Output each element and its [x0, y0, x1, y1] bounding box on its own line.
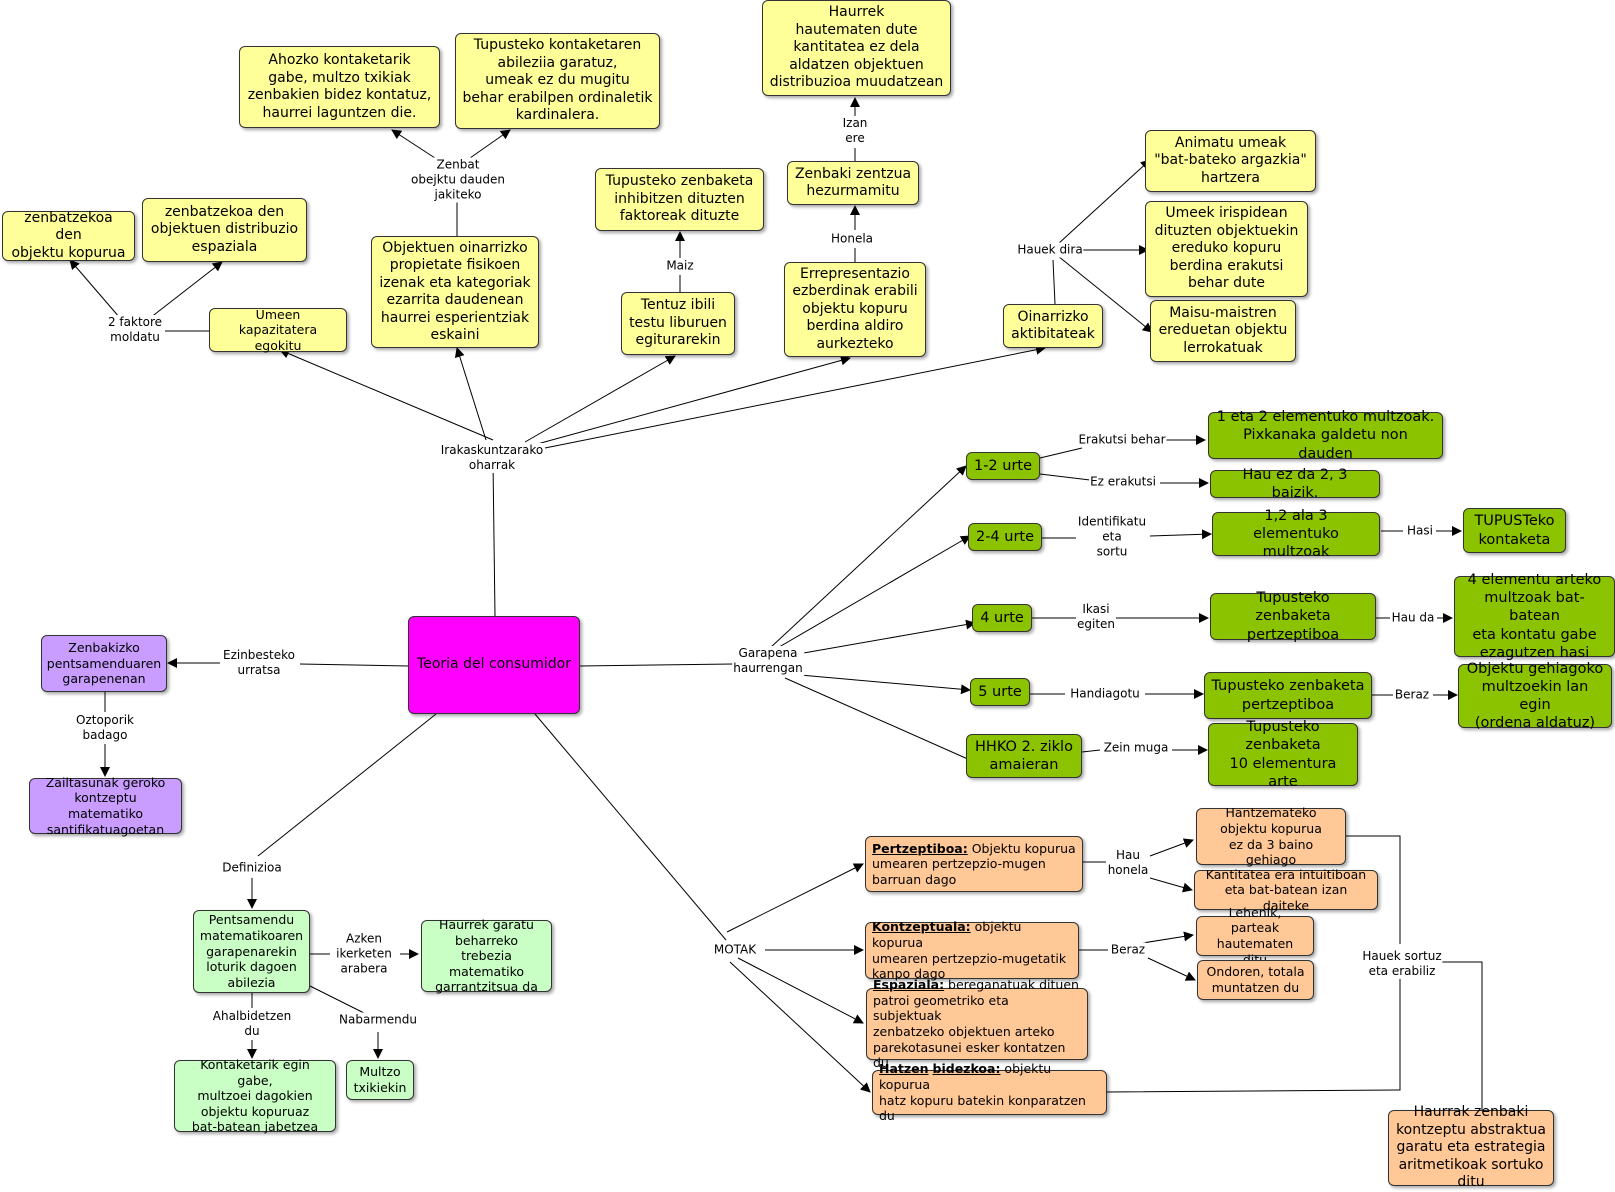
node-1-2-urte-a: 1 eta 2 elementuko multzoak. Pixkanaka g…: [1208, 409, 1443, 462]
type-espaziala-text: bereganatuak dituen patroi geometriko et…: [873, 977, 1079, 1071]
node-5-urte-b: Objektu gehiagoko multzoekin lan egin (o…: [1458, 661, 1612, 731]
node-lehenik: Lehenik, parteak hautematen ditu: [1196, 905, 1314, 967]
label-ez-erakutsi: Ez erakutsi: [1089, 474, 1157, 490]
label-oztoporik: Oztoporik badago: [75, 713, 135, 743]
label-ezinbesteko: Ezinbesteko urratsa: [221, 648, 297, 678]
node-errepresentazio: Errepresentazio ezberdinak erabili objek…: [784, 262, 926, 357]
node-hantzemateko: Hantzemateko objektu kopurua ez da 3 bai…: [1196, 805, 1346, 867]
node-4-urte-b: 4 elementu arteko multzoak bat-batean et…: [1454, 572, 1615, 661]
label-erakutsi-behar: Erakutsi behar: [1077, 432, 1167, 448]
type-hatzen-title-1: Hatzen: [879, 1061, 929, 1077]
type-hatzen-title-2: bidezkoa:: [932, 1061, 1001, 1077]
type-espaziala: Espaziala: bereganatuak dituen patroi ge…: [866, 977, 1088, 1070]
node-tupusteko-abil: Tupusteko kontaketaren abileziia garatuz…: [455, 33, 660, 129]
node-pentsamendu: Pentsamendu matematikoaren garapenarekin…: [193, 910, 310, 993]
node-ondoren: Ondoren, totala muntatzen du: [1197, 960, 1314, 1000]
label-definizioa: Definizioa: [221, 860, 283, 876]
node-zenbatzekoa-kopurua: zenbatzekoa den objektu kopurua: [2, 210, 135, 261]
label-maiz: Maiz: [665, 258, 695, 274]
label-beraz-1: Beraz: [1393, 687, 1431, 703]
node-umeek-irispide: Umeek irispidean dituzten objektuekin er…: [1145, 201, 1308, 297]
node-tupus-kontaketa: TUPUSTeko kontaketa: [1463, 508, 1566, 553]
node-zenbaki-zentzua: Zenbaki zentzua hezurmamitu: [787, 161, 919, 205]
type-hatzen: Hatzen bidezkoa: objektu kopurua hatz ko…: [872, 1061, 1107, 1123]
type-kontzeptuala-title: Kontzeptuala:: [872, 919, 971, 935]
type-pertzeptiboa-title: Pertzeptiboa:: [872, 840, 968, 856]
node-animatu: Animatu umeak "bat-bateko argazkia" hart…: [1145, 130, 1316, 192]
node-zenbakizko: Zenbakizko pentsamenduaren garapenenan: [41, 635, 167, 692]
label-hau-da: Hau da: [1390, 610, 1436, 626]
type-hatzen-text: objektu kopurua hatz kopuru batekin konp…: [879, 1061, 1086, 1124]
label-handiagotu: Handiagotu: [1069, 686, 1141, 702]
node-hhko-a: Tupusteko zenbaketa 10 elementura arte: [1208, 719, 1358, 790]
label-motak: MOTAK: [712, 942, 758, 958]
node-4-urte-a: Tupusteko zenbaketa pertzeptiboa: [1210, 590, 1376, 643]
label-identifikatu: Identifikatu eta sortu: [1076, 514, 1148, 560]
central-node: Teoria del consumidor: [408, 616, 580, 714]
node-4-urte: 4 urte: [972, 604, 1032, 632]
type-pertzeptiboa: Pertzeptiboa: Objektu kopurua umearen pe…: [865, 836, 1083, 892]
node-1-2-urte: 1-2 urte: [966, 452, 1040, 480]
node-umeen-kapazitate: Umeen kapazitatera egokitu: [209, 307, 347, 353]
label-izan-ere: Izan ere: [841, 116, 869, 146]
label-zenbat-objektu: Zenbat obejktu dauden jakiteko: [410, 157, 506, 203]
node-2-4-urte: 2-4 urte: [968, 523, 1042, 551]
node-maisu: Maisu-maistren ereduetan objektu lerroka…: [1150, 300, 1296, 362]
node-hhko: HHKO 2. ziklo amaieran: [966, 734, 1082, 778]
label-hauek-dira: Hauek dira: [1016, 242, 1084, 258]
label-hau-honela: Hau honela: [1106, 848, 1150, 878]
type-kontzeptuala: Kontzeptuala: objektu kopurua umearen pe…: [865, 919, 1079, 982]
label-honela: Honela: [829, 231, 875, 247]
node-kop-text: Ahozko kontaketarik gabe, multzo txikiak…: [239, 46, 440, 128]
label-beraz-2: Beraz: [1109, 942, 1147, 958]
node-5-urte-a: Tupusteko zenbaketa pertzeptiboa: [1204, 672, 1372, 719]
node-5-urte: 5 urte: [970, 678, 1030, 706]
label-garapena: Garapena haurrengan: [732, 646, 804, 676]
label-hasi: Hasi: [1406, 523, 1434, 539]
label-zein-muga: Zein muga: [1102, 740, 1170, 756]
node-2-4-urte-a: 1,2 ala 3 elementuko multzoak: [1212, 508, 1380, 560]
node-tentuz: Tentuz ibili testu liburuen egiturarekin: [621, 292, 735, 355]
type-kontzeptuala-text: objektu kopurua umearen pertzepzio-muget…: [872, 919, 1067, 982]
node-kontaketarik: Kontaketarik egin gabe, multzoei dagokie…: [174, 1057, 336, 1134]
node-zailtasunak: Zailtasunak geroko kontzeptu matematiko …: [29, 775, 182, 837]
label-hauek-sortuz: Hauek sortuz eta erabiliz: [1361, 949, 1443, 979]
node-haurrek-hauteman: Haurrek hautematen dute kantitatea ez de…: [762, 0, 951, 96]
node-multzo-txiki: Multzo txikiekin: [346, 1060, 414, 1100]
label-ahalbidetzen: Ahalbidetzen du: [211, 1009, 293, 1039]
node-oinarrizko-aktib: Oinarrizko aktibitateak: [1003, 304, 1103, 348]
label-2-faktore: 2 faktore moldatu: [106, 315, 164, 345]
label-ikasi: Ikasi egiten: [1075, 602, 1117, 632]
node-1-2-urte-b: Hau ez da 2, 3 baizik.: [1210, 467, 1380, 501]
node-tupusteko-inhib: Tupusteko zenbaketa inhibitzen dituzten …: [595, 168, 764, 231]
label-azken: Azken ikerketen arabera: [335, 931, 393, 977]
node-zenbatzekoa-distribuzio: zenbatzekoa den objektuen distribuzio es…: [142, 198, 307, 262]
node-kantitatea: Kantitatea era intuitiboan eta bat-batea…: [1194, 867, 1378, 913]
type-espaziala-title: Espaziala:: [873, 977, 945, 993]
label-irakaskuntza: Irakaskuntzarako oharrak: [439, 443, 545, 473]
node-haurrek-garatu: Haurrek garatu beharreko trebezia matema…: [421, 917, 552, 994]
node-objektuen-oinarrizko: Objektuen oinarrizko propietate fisikoen…: [371, 236, 539, 348]
label-nabarmendu: Nabarmendu: [338, 1012, 418, 1028]
type-pertzeptiboa-text: Objektu kopurua umearen pertzepzio-mugen…: [872, 840, 1076, 887]
node-haurrak-zenbaki: Haurrak zenbaki kontzeptu abstraktua gar…: [1388, 1104, 1554, 1190]
